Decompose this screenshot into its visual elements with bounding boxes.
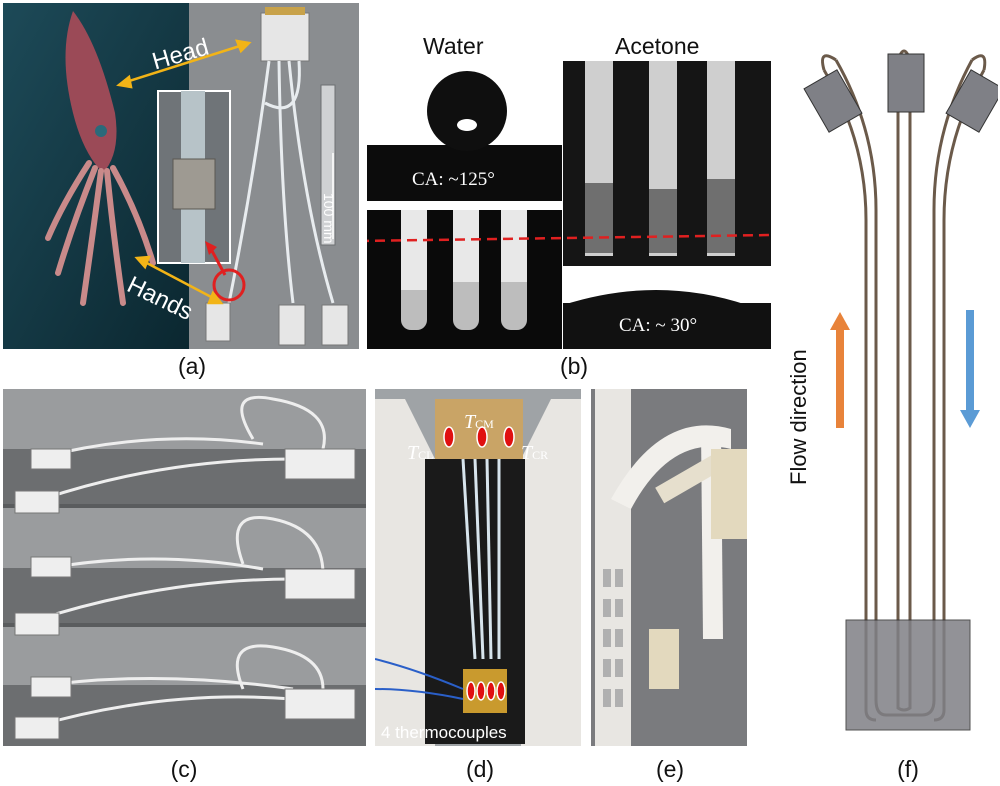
base-device xyxy=(649,629,679,689)
head-manifold xyxy=(260,12,310,62)
ca-water-label: CA: ~125° xyxy=(412,169,495,190)
caption-a: (a) xyxy=(177,353,207,379)
squid-eye xyxy=(95,125,107,137)
hand-module-left xyxy=(205,302,231,342)
thermocouples-label: 4 thermocouples xyxy=(381,723,507,742)
hands-arrow xyxy=(142,259,216,301)
zoom-circle xyxy=(212,268,246,302)
flow-up-arrow xyxy=(830,312,850,428)
head-block-left xyxy=(803,69,863,133)
t-cr-label: TCR xyxy=(521,442,549,464)
panel-b-graphic xyxy=(367,61,772,349)
t-cm-label: TCM xyxy=(464,411,494,433)
acetone-droplet xyxy=(563,290,747,305)
base-block xyxy=(845,619,971,731)
panel-b-photo: Water Acetone CA: ~125° CA: ~ 30° xyxy=(367,3,772,349)
panel-c-photos xyxy=(3,389,366,746)
panel-a-photo: Head Hands 100 mm xyxy=(3,3,359,349)
panel-d-graphic xyxy=(375,399,581,746)
ca-acetone-label: CA: ~ 30° xyxy=(619,315,698,336)
scale-label: 100 mm xyxy=(321,193,337,244)
clamp-sleeve xyxy=(172,158,216,210)
frame-pillar xyxy=(595,389,631,746)
caption-c: (c) xyxy=(170,756,198,782)
device-arm xyxy=(655,452,725,504)
caption-d: (d) xyxy=(465,756,495,782)
head-block-middle xyxy=(887,53,925,113)
ruler xyxy=(320,84,336,246)
hand-module-middle xyxy=(278,304,306,346)
panel-f-diagram: Flow direction xyxy=(776,20,998,746)
panel-d-photo: TCL TCM TCR 4 thermocouples xyxy=(375,389,581,746)
acetone-label: Acetone xyxy=(615,33,700,59)
panel-e-graphic xyxy=(591,389,747,746)
water-label: Water xyxy=(423,33,484,59)
t-cl-label: TCL xyxy=(407,442,434,464)
water-droplet xyxy=(427,71,507,151)
protractor-arc xyxy=(611,425,731,509)
flow-down-arrow xyxy=(960,310,980,428)
caption-f: (f) xyxy=(897,756,919,782)
caption-e: (e) xyxy=(655,756,685,782)
flow-direction-label: Flow direction xyxy=(786,349,811,485)
head-arrow xyxy=(122,43,244,85)
panel-f-graphic xyxy=(803,49,998,731)
hand-module-right xyxy=(321,304,349,346)
panel-c-graphic xyxy=(3,389,366,746)
caption-b: (b) xyxy=(559,353,589,379)
panel-e-photo xyxy=(591,389,747,746)
reference-line xyxy=(367,233,772,243)
zoom-arrow xyxy=(209,248,227,276)
panel-a-graphic xyxy=(3,3,359,349)
head-block-right xyxy=(945,69,998,133)
